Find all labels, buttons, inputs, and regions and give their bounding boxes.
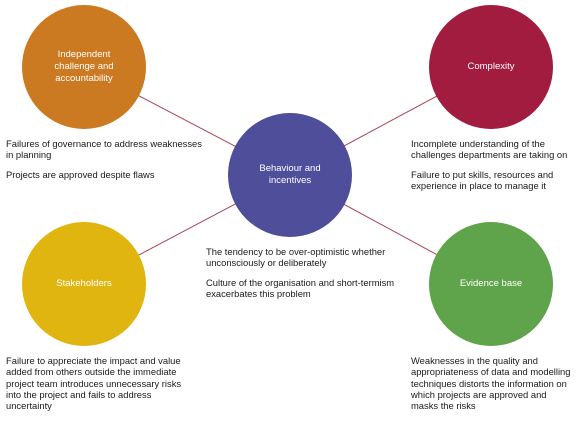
caption-text: Projects are approved despite flaws — [6, 168, 155, 180]
node-label: Evidence base — [459, 278, 523, 290]
caption-text: Incomplete understanding of the challeng… — [411, 138, 568, 161]
node-label: Complexity — [467, 61, 515, 73]
node-complexity: Complexity — [429, 5, 553, 129]
node-behaviour-incentives: Behaviour and incentives — [228, 113, 352, 237]
caption-text: Failure to appreciate the impact and val… — [6, 355, 182, 412]
caption-evidence-base: Weaknesses in the quality and appropriat… — [411, 355, 576, 419]
node-independent-challenge: Independent challenge and accountability — [22, 5, 146, 129]
caption-text: Weaknesses in the quality and appropriat… — [411, 355, 571, 412]
caption-complexity: Incomplete understanding of the challeng… — [411, 138, 583, 199]
caption-text: Failures of governance to address weakne… — [6, 138, 202, 161]
node-stakeholders: Stakeholders — [22, 222, 146, 346]
caption-text: Failure to put skills, resources and exp… — [411, 168, 554, 191]
caption-stakeholders: Failure to appreciate the impact and val… — [6, 355, 196, 419]
caption-behaviour-incentives: The tendency to be over-optimistic wheth… — [206, 246, 401, 307]
node-label: Independent challenge and accountability — [54, 49, 114, 84]
node-label: Behaviour and incentives — [259, 163, 321, 186]
caption-text: Culture of the organisation and short-te… — [206, 276, 395, 299]
caption-text: The tendency to be over-optimistic wheth… — [206, 246, 386, 269]
node-label: Stakeholders — [56, 278, 112, 290]
caption-independent-challenge: Failures of governance to address weakne… — [6, 138, 211, 188]
node-evidence-base: Evidence base — [429, 222, 553, 346]
